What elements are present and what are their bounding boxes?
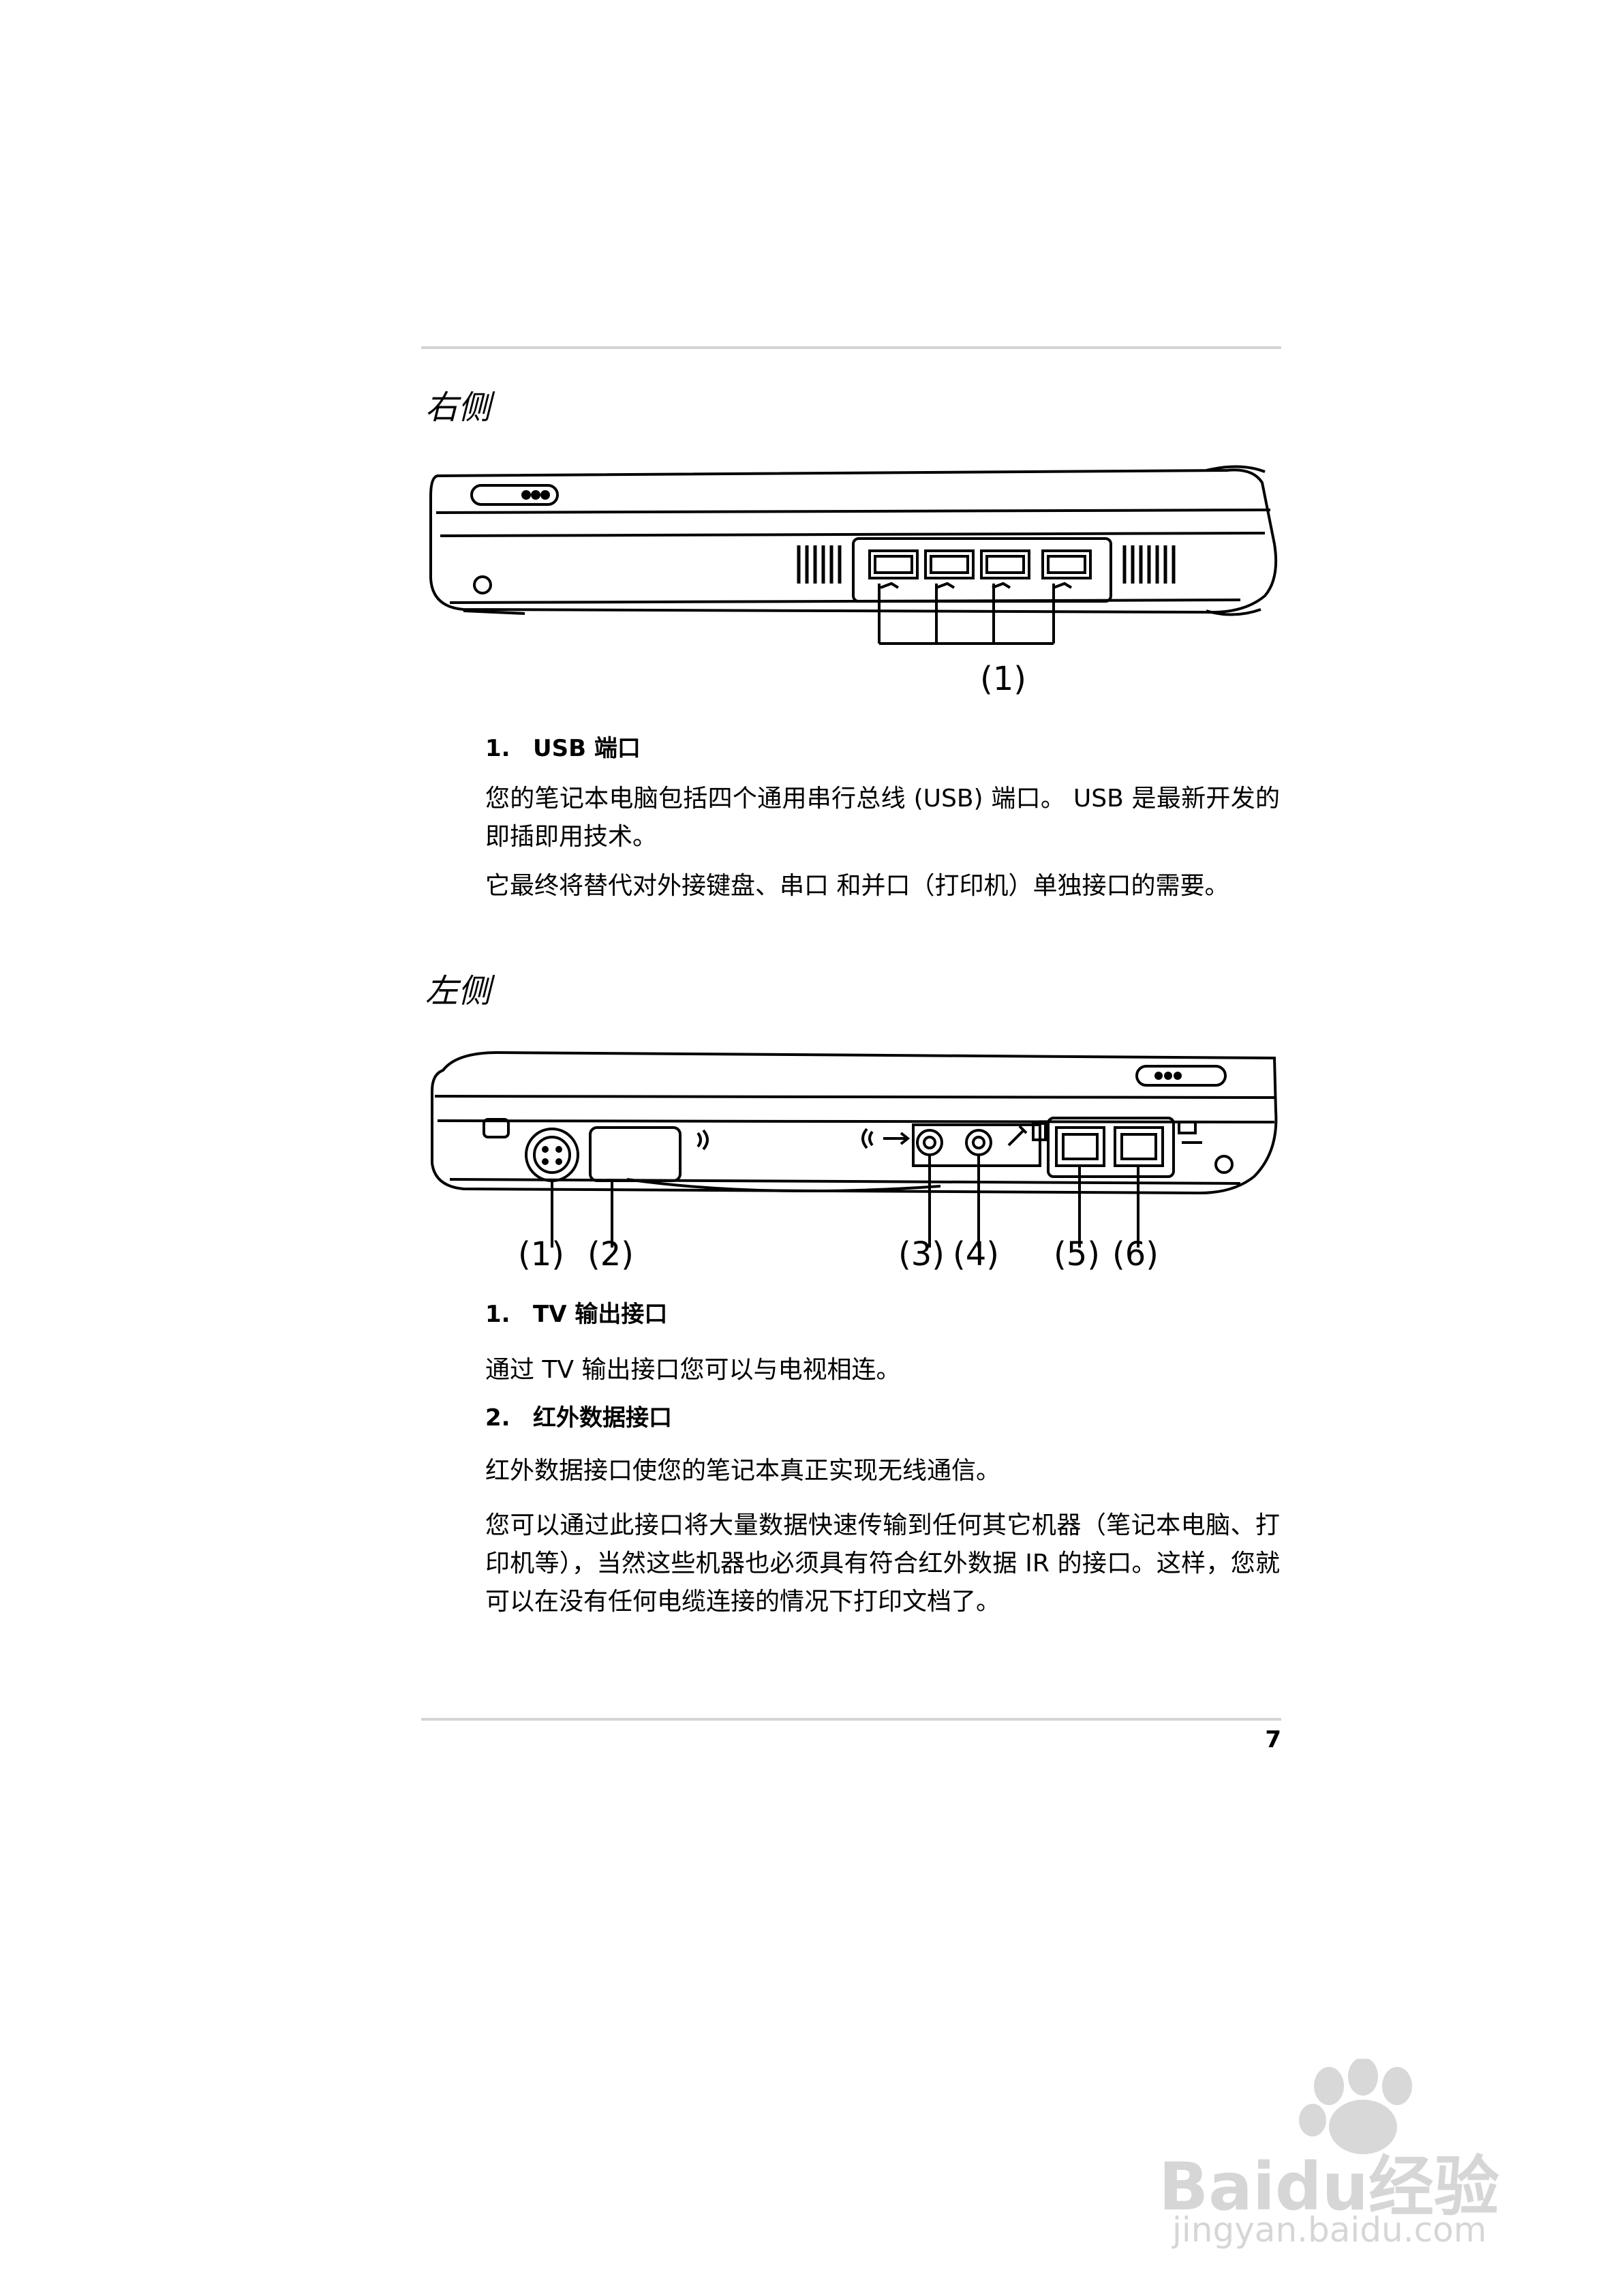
top-divider [421, 346, 1281, 349]
baidu-paw-logo-icon [1299, 2057, 1412, 2154]
left-callout-2: (2) [587, 1235, 634, 1273]
left-callout-1: (1) [518, 1235, 564, 1273]
item-number: 1. [485, 1301, 510, 1328]
item-number: 1. [485, 735, 510, 762]
baidu-watermark: Baidu经验 jingyan.baidu.com [1159, 2057, 1540, 2250]
left-side-illustration [431, 1051, 1278, 1248]
page-number: 7 [1265, 1726, 1281, 1753]
right-callout-1: (1) [980, 660, 1026, 698]
item-number: 2. [485, 1404, 510, 1432]
paragraph: 通过 TV 输出接口您可以与电视相连。 [485, 1356, 901, 1384]
item-heading: 2. 红外数据接口 [485, 1403, 672, 1433]
watermark-url: jingyan.baidu.com [1172, 2210, 1487, 2250]
section-title-right: 右侧 [425, 389, 491, 427]
paragraph: 您可以通过此接口将大量数据快速传输到任何其它机器（笔记本电脑、打印机等），当然这… [485, 1511, 1280, 1616]
left-callout-4: (4) [953, 1235, 999, 1273]
left-callout-3: (3) [898, 1235, 945, 1273]
item-heading-text: TV 输出接口 [533, 1301, 668, 1328]
left-callout-6: (6) [1112, 1235, 1159, 1273]
section-title-left: 左侧 [425, 972, 491, 1010]
paragraph: 红外数据接口使您的笔记本真正实现无线通信。 [485, 1457, 1001, 1485]
left-callout-5: (5) [1054, 1235, 1100, 1273]
item-heading-text: USB 端口 [533, 735, 641, 762]
item-heading: 1. USB 端口 [485, 734, 641, 764]
item-heading: 1. TV 输出接口 [485, 1299, 667, 1329]
paragraph: 您的笔记本电脑包括四个通用串行总线 (USB) 端口。 USB 是最新开发的即插… [485, 785, 1280, 851]
paragraph: 它最终将替代对外接键盘、串口 和并口（打印机）单独接口的需要。 [485, 872, 1229, 900]
right-side-illustration [429, 465, 1278, 645]
bottom-divider [421, 1718, 1281, 1721]
item-heading-text: 红外数据接口 [533, 1404, 672, 1432]
watermark-brand: Baidu经验 [1159, 2149, 1499, 2225]
